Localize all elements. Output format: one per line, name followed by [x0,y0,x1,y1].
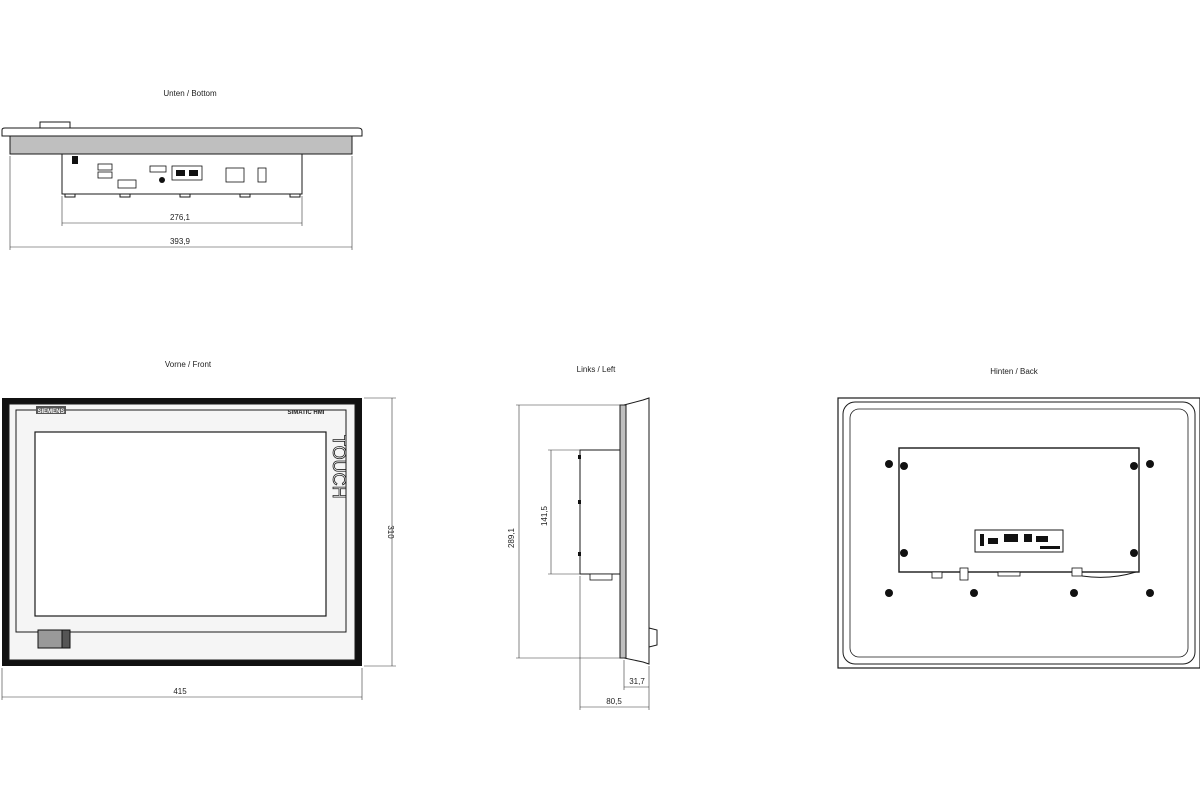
left-mount-point [578,455,581,459]
bottom-dim-outer: 393,9 [170,237,191,246]
usb-port [72,156,78,164]
back-plate-mark [980,534,984,546]
back-mount-hole [1130,549,1138,557]
left-connector [589,573,613,581]
back-connector [931,571,943,579]
bottom-housing-lip [9,135,353,155]
bottom-bezel [1,127,363,137]
front-model: SIMATIC HMI [288,410,325,416]
bottom-view-title: Unten / Bottom [163,89,217,98]
ethernet-port [189,170,198,176]
bottom-foot [289,193,301,198]
ethernet-port [176,170,185,176]
back-mount-hole [1130,462,1138,470]
bottom-foot [239,193,251,198]
left-view: Links / Left 289,1 141,5 31,7 80,5 [507,365,658,710]
back-clamp-hole [885,460,893,468]
back-plate-mark [1036,536,1048,542]
left-view-title: Links / Left [577,365,616,374]
back-gasket-outer [842,401,1196,665]
front-usb-hinge [61,629,71,649]
serial-port [117,179,137,189]
back-mount-hole [900,462,908,470]
left-rear-housing [579,449,621,575]
back-connector [1071,567,1083,577]
front-view-title: Vorne / Front [165,360,212,369]
front-brand: SIEMENS [37,409,64,415]
bottom-clip [39,121,71,129]
usb-port [97,163,113,171]
back-plate-barcode [1040,546,1060,549]
switch [257,167,267,183]
back-plate-mark [988,538,998,544]
front-dim-height: 310 [386,525,395,539]
bottom-view: Unten / Bottom 276,1 393, [1,89,363,250]
bottom-dim-inner: 276,1 [170,213,191,222]
bottom-foot [119,193,131,198]
left-mount-point [578,500,581,504]
back-clamp-hole [970,589,978,597]
back-connector [997,571,1021,577]
usb-port [97,171,113,179]
front-display-area [34,431,327,617]
back-clamp-hole [1146,589,1154,597]
bottom-foot [179,193,191,198]
back-rear-housing [898,447,1140,573]
front-touch-label: TOUCH [329,435,349,499]
back-rating-plate [974,529,1064,553]
ethernet-ports [171,165,203,181]
front-usb-cover [37,629,63,649]
left-mount-point [578,552,581,556]
back-gasket-inner [849,408,1189,658]
hdmi-port [149,165,167,173]
left-usb-tab [648,627,658,648]
back-clamp-hole [885,589,893,597]
front-inner-frame [15,409,347,633]
back-connector [959,567,969,581]
front-brand-logo [36,406,66,414]
left-dim-depth-small: 31,7 [629,677,645,686]
back-view: Hinten / Back [837,367,1200,669]
back-clamp-hole [1146,460,1154,468]
front-view: Vorne / Front SIEMENS SIMATIC HMI TOUCH … [1,360,396,700]
back-plate-mark [1024,534,1032,542]
audio-jack [159,177,165,183]
power-terminal [225,167,245,183]
bottom-foot [64,193,76,198]
back-plate-mark [1004,534,1018,542]
left-housing-lip [619,404,627,659]
front-dim-width: 415 [173,687,187,696]
left-bezel-profile [623,397,650,665]
left-dim-depth: 80,5 [606,697,622,706]
back-clamp-hole [1070,589,1078,597]
back-view-title: Hinten / Back [990,367,1039,376]
back-mount-hole [900,549,908,557]
back-cable [1081,571,1137,578]
left-dim-height: 289,1 [507,527,516,548]
left-dim-inner-height: 141,5 [540,505,549,526]
